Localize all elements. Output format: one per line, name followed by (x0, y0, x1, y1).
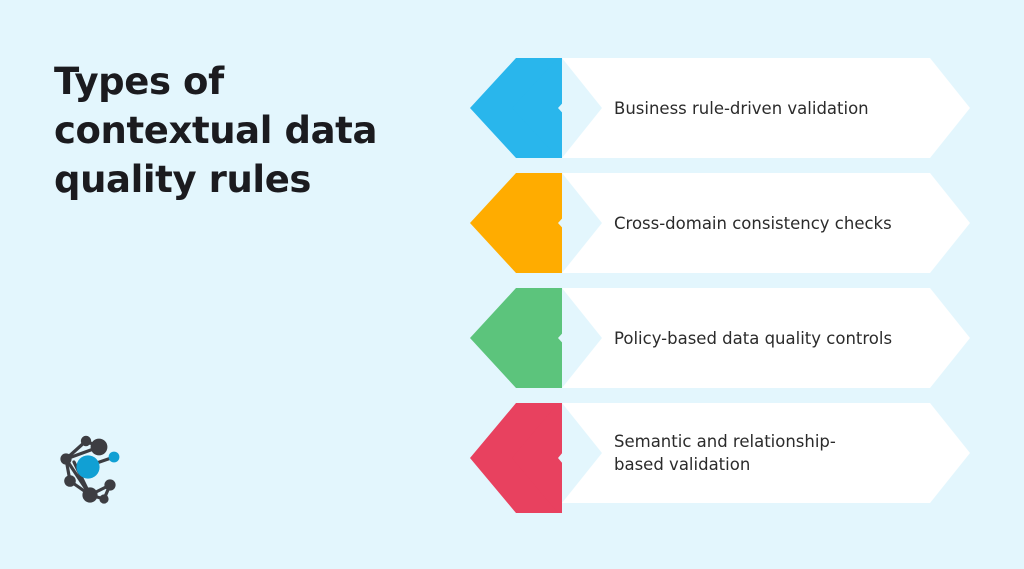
list-item-label: Policy-based data quality controls (614, 328, 893, 348)
banner: Semantic and relationship- based validat… (562, 403, 970, 503)
banner-shape (562, 58, 970, 158)
rule-type-list: Business rule-driven validation Cross-do… (470, 58, 970, 518)
banner: Policy-based data quality controls (562, 288, 970, 388)
chevron-front (512, 288, 562, 388)
banner-shape (562, 403, 970, 503)
page-title: Types of contextual data quality rules (54, 60, 378, 201)
double-chevron-left-icon (470, 403, 562, 513)
network-graph-logo (52, 429, 132, 509)
logo-primary-node (76, 455, 100, 479)
list-item[interactable]: Semantic and relationship- based validat… (470, 403, 970, 513)
banner-shape (562, 173, 970, 273)
title-block: Types of contextual data quality rules (54, 57, 434, 204)
logo-secondary-node (108, 451, 120, 463)
list-item[interactable]: Cross-domain consistency checks (470, 173, 970, 273)
list-item[interactable]: Business rule-driven validation (470, 58, 970, 158)
list-item-label: Cross-domain consistency checks (614, 213, 892, 233)
list-item-label: Semantic and relationship- based validat… (614, 432, 836, 474)
logo-highlight-nodes (76, 451, 120, 479)
double-chevron-left-icon (470, 173, 562, 273)
chevron-front (512, 173, 562, 273)
list-item-label: Business rule-driven validation (614, 98, 869, 118)
list-item[interactable]: Policy-based data quality controls (470, 288, 970, 388)
double-chevron-left-icon (470, 58, 562, 158)
logo-nodes (60, 435, 116, 504)
banner-shape (562, 288, 970, 388)
double-chevron-left-icon (470, 288, 562, 388)
banner: Cross-domain consistency checks (562, 173, 970, 273)
chevron-front (512, 403, 562, 513)
banner: Business rule-driven validation (562, 58, 970, 158)
chevron-front (512, 58, 562, 158)
